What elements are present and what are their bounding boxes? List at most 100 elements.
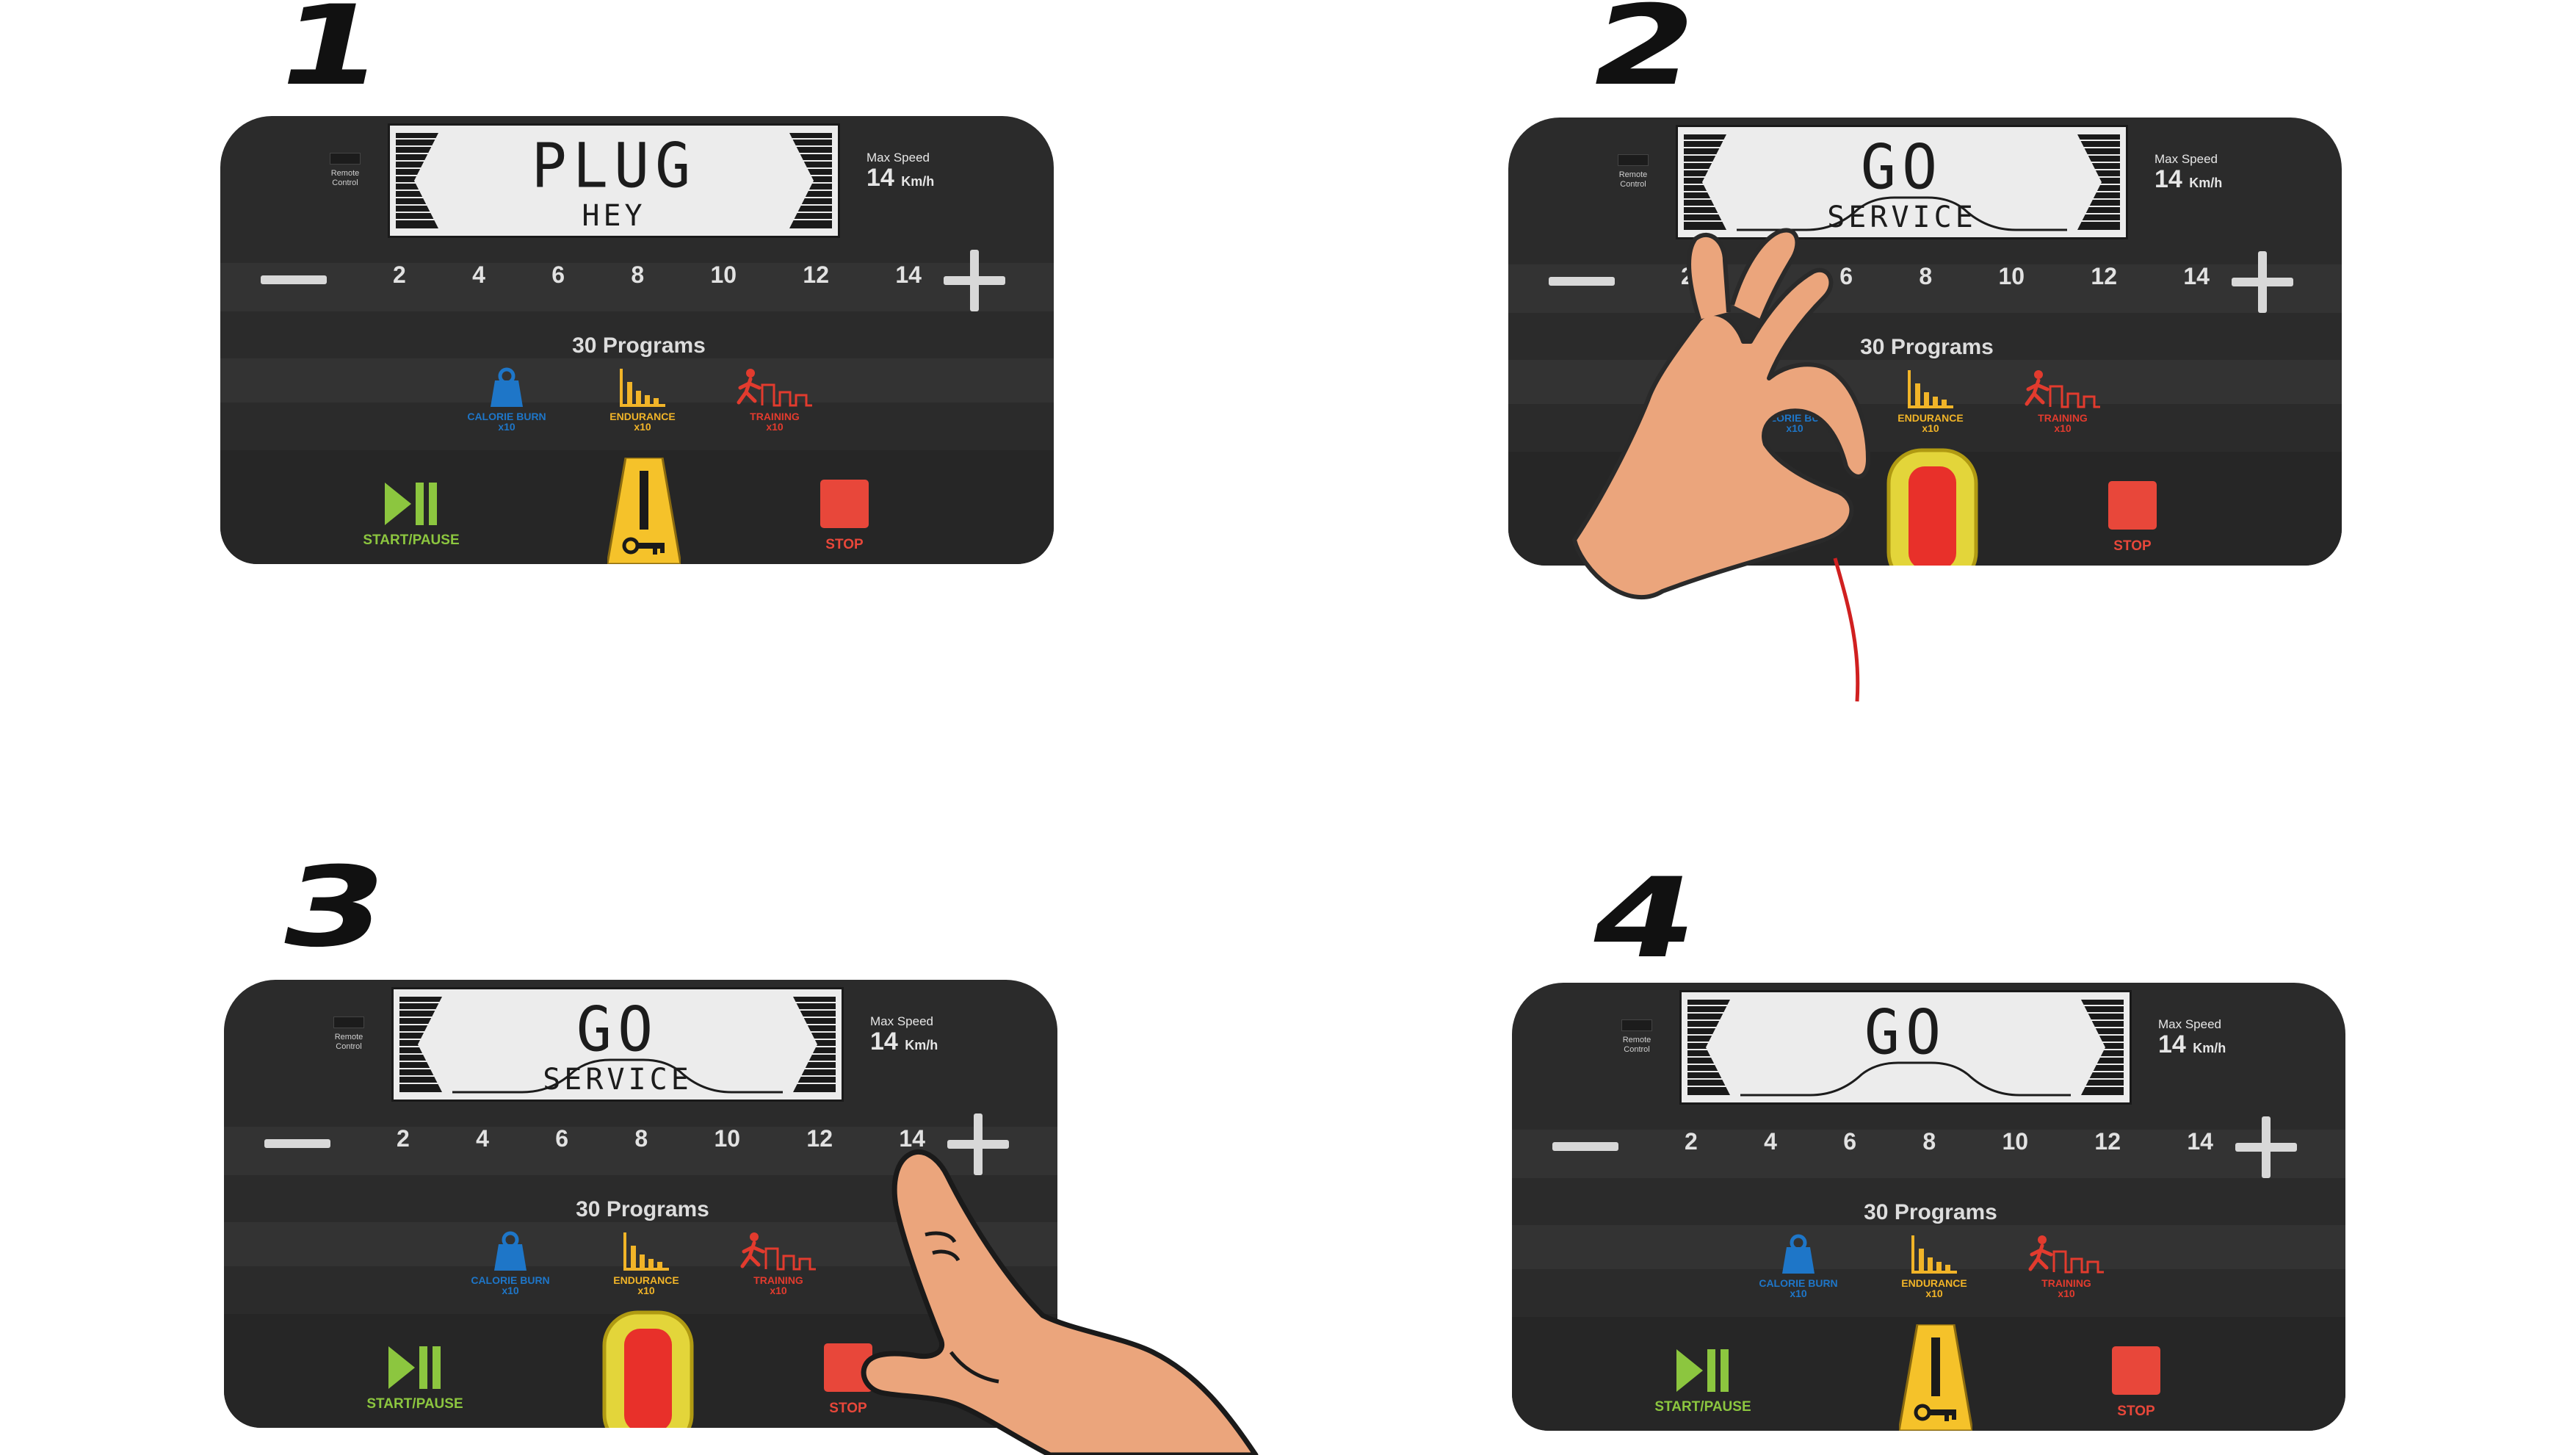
speed-preset-10[interactable]: 10 xyxy=(1998,263,2025,289)
stop-icon xyxy=(2108,481,2157,530)
weight-icon xyxy=(1782,1234,1815,1274)
service-key-icon[interactable] xyxy=(598,1307,698,1428)
stop-button[interactable]: STOP xyxy=(800,480,889,553)
speed-preset-12[interactable]: 12 xyxy=(2094,1128,2121,1155)
safety-key-icon[interactable] xyxy=(1899,1324,1972,1431)
speed-preset-8[interactable]: 8 xyxy=(1919,263,1933,289)
hand-icon xyxy=(861,1149,1259,1455)
console-band xyxy=(1508,264,2342,313)
hand-icon xyxy=(1572,228,1870,702)
programs-title: 30 Programs xyxy=(1860,335,1994,359)
speed-preset-8[interactable]: 8 xyxy=(634,1125,648,1152)
speed-presets: 2 4 6 8 10 12 14 xyxy=(393,261,922,289)
remote-control-sensor: Remote Control xyxy=(1615,1019,1659,1055)
speed-preset-10[interactable]: 10 xyxy=(710,261,737,288)
speed-preset-10[interactable]: 10 xyxy=(714,1125,741,1152)
speed-preset-6[interactable]: 6 xyxy=(1839,263,1853,289)
console-band xyxy=(1512,1130,2345,1178)
plus-button[interactable] xyxy=(2232,251,2293,313)
display-sub-text: SERVICE xyxy=(1827,201,1977,234)
speed-preset-6[interactable]: 6 xyxy=(555,1125,569,1152)
plus-button[interactable] xyxy=(2235,1116,2297,1178)
display-track-curve xyxy=(452,1058,783,1094)
plus-button[interactable] xyxy=(947,1113,1009,1175)
max-speed: Max Speed 14 Km/h xyxy=(2154,152,2223,193)
lcd-display: GO SERVICE xyxy=(1676,125,2128,239)
step-2: 2 Remote Control GO SERVICE Max Speed 14… xyxy=(1288,0,2576,724)
speed-preset-10[interactable]: 10 xyxy=(2002,1128,2029,1155)
speed-preset-4[interactable]: 4 xyxy=(1764,1128,1777,1155)
lcd-display: GO xyxy=(1679,990,2132,1105)
step-1: 1 Remote Control PLUG HEY Max Speed 14 K… xyxy=(0,0,1288,724)
programs-title: 30 Programs xyxy=(576,1197,709,1221)
display-bracket-right xyxy=(789,133,832,228)
plus-button[interactable] xyxy=(944,250,1005,311)
minus-button[interactable] xyxy=(1549,277,1615,286)
step-number: 1 xyxy=(264,0,396,110)
play-pause-icon xyxy=(385,483,437,525)
play-pause-icon xyxy=(388,1346,441,1389)
runner-icon xyxy=(2028,1235,2104,1274)
display-main-text: GO xyxy=(1860,131,1944,203)
speed-preset-12[interactable]: 12 xyxy=(803,261,830,288)
bar-chart-icon xyxy=(620,369,665,407)
speed-preset-8[interactable]: 8 xyxy=(631,261,645,288)
bar-chart-icon xyxy=(1908,370,1953,408)
speed-preset-12[interactable]: 12 xyxy=(2091,263,2118,289)
speed-preset-4[interactable]: 4 xyxy=(472,261,485,288)
start-pause-button[interactable]: START/PAUSE xyxy=(352,480,470,549)
speed-preset-14[interactable]: 14 xyxy=(895,261,922,288)
speed-preset-6[interactable]: 6 xyxy=(1843,1128,1857,1155)
display-bracket-right xyxy=(793,997,836,1092)
step-number: 4 xyxy=(1578,855,1710,983)
programs-title: 30 Programs xyxy=(1864,1200,1997,1224)
console-band xyxy=(220,263,1054,311)
max-speed: Max Speed 14 Km/h xyxy=(866,151,935,192)
service-key-icon[interactable] xyxy=(1883,444,1982,566)
step-number: 3 xyxy=(268,844,399,972)
max-speed: Max Speed 14 Km/h xyxy=(2158,1017,2226,1058)
safety-key-icon[interactable] xyxy=(607,458,681,564)
lcd-display: PLUG HEY xyxy=(388,123,840,238)
remote-control-sensor: Remote Control xyxy=(327,1017,371,1052)
display-bracket-left xyxy=(1687,1000,1730,1095)
display-track-curve xyxy=(1740,1061,2071,1097)
minus-button[interactable] xyxy=(264,1139,330,1148)
stop-button[interactable]: STOP xyxy=(2092,1346,2180,1420)
speed-preset-12[interactable]: 12 xyxy=(806,1125,833,1152)
minus-button[interactable] xyxy=(261,275,327,284)
speed-preset-2[interactable]: 2 xyxy=(1685,1128,1698,1155)
speed-preset-14[interactable]: 14 xyxy=(2183,263,2210,289)
display-sub-text: SERVICE xyxy=(543,1063,692,1097)
speed-preset-2[interactable]: 2 xyxy=(393,261,406,288)
speed-preset-6[interactable]: 6 xyxy=(551,261,565,288)
speed-preset-8[interactable]: 8 xyxy=(1922,1128,1936,1155)
remote-control-sensor: Remote Control xyxy=(323,153,367,188)
minus-button[interactable] xyxy=(1552,1142,1618,1151)
step-number: 2 xyxy=(1578,0,1710,110)
programs-title: 30 Programs xyxy=(572,333,706,358)
start-pause-button[interactable]: START/PAUSE xyxy=(1644,1346,1762,1415)
stop-icon xyxy=(2112,1346,2160,1395)
start-pause-button[interactable]: START/PAUSE xyxy=(356,1343,474,1412)
speed-preset-14[interactable]: 14 xyxy=(899,1125,925,1152)
weight-icon xyxy=(491,367,523,407)
speed-preset-2[interactable]: 2 xyxy=(397,1125,410,1152)
speed-preset-14[interactable]: 14 xyxy=(2187,1128,2213,1155)
display-main-text: GO xyxy=(576,993,659,1066)
display-main-text: PLUG xyxy=(531,129,697,202)
stop-button[interactable]: STOP xyxy=(2088,481,2177,555)
speed-preset-4[interactable]: 4 xyxy=(476,1125,489,1152)
